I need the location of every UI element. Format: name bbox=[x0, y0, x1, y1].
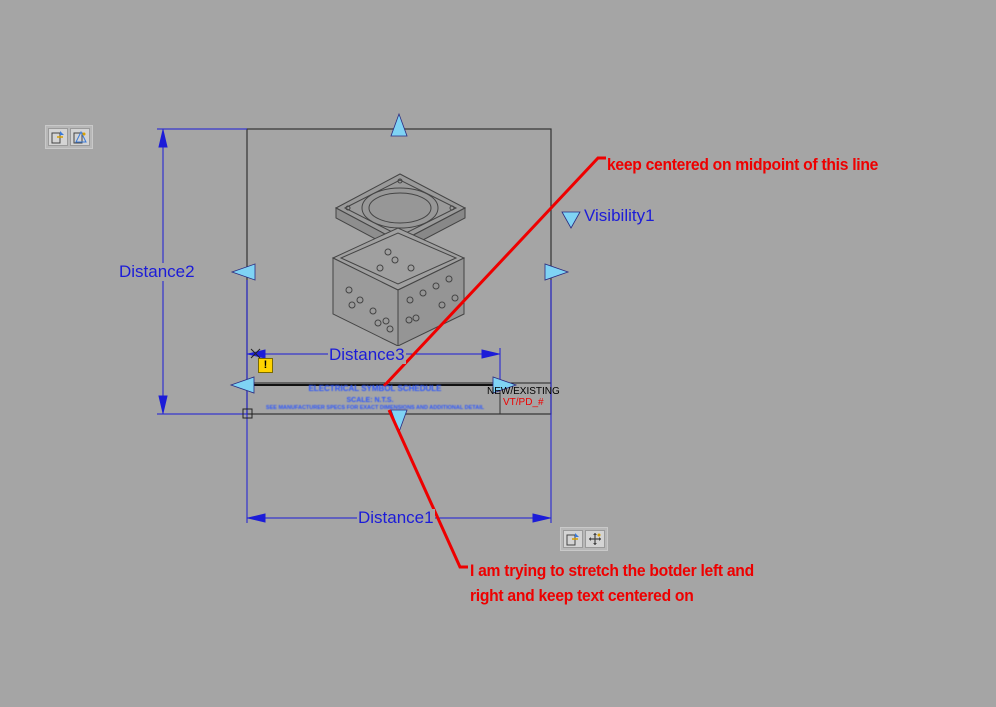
visibility-label[interactable]: Visibility1 bbox=[584, 206, 655, 225]
base-point-grip[interactable] bbox=[242, 408, 253, 419]
block-tools-bottom bbox=[560, 527, 608, 551]
stretch-grip-right[interactable] bbox=[544, 263, 570, 281]
warning-icon[interactable]: ! bbox=[258, 358, 273, 373]
note-line-text: SEE MANUFACTURER SPECS FOR EXACT DIMENSI… bbox=[265, 405, 485, 411]
enclosure-drawing bbox=[331, 173, 467, 347]
annotation-top: keep centered on midpoint of this line bbox=[607, 155, 879, 174]
block-attribute-icon[interactable] bbox=[70, 128, 90, 146]
annotation-leaders bbox=[382, 156, 606, 569]
distance3-label[interactable]: Distance3 bbox=[328, 345, 406, 364]
stretch-grip-left[interactable] bbox=[230, 263, 256, 281]
distance1-label[interactable]: Distance1 bbox=[357, 508, 435, 527]
scale-line-text: SCALE: N.T.S. bbox=[346, 397, 394, 404]
cursor-mark bbox=[250, 348, 261, 359]
distance2-label[interactable]: Distance2 bbox=[118, 262, 196, 281]
title-line-text: ELECTRICAL SYMBOL SCHEDULE bbox=[308, 384, 442, 393]
visibility-grip[interactable] bbox=[561, 211, 581, 229]
annotation-bottom-line2: right and keep text centered on bbox=[470, 586, 694, 605]
tag-text: VT/PD_# bbox=[503, 397, 544, 408]
block-insert-icon[interactable] bbox=[563, 530, 583, 548]
stretch-grip-title-left[interactable] bbox=[229, 376, 255, 394]
block-insert-icon[interactable] bbox=[48, 128, 68, 146]
status-text: NEW/EXISTING bbox=[487, 386, 560, 397]
move-grip-icon[interactable] bbox=[585, 530, 605, 548]
annotation-bottom-line1: I am trying to stretch the botder left a… bbox=[470, 561, 754, 580]
stretch-grip-top[interactable] bbox=[390, 112, 408, 137]
block-tools-top bbox=[45, 125, 93, 149]
stretch-grip-title-right[interactable] bbox=[492, 376, 518, 394]
